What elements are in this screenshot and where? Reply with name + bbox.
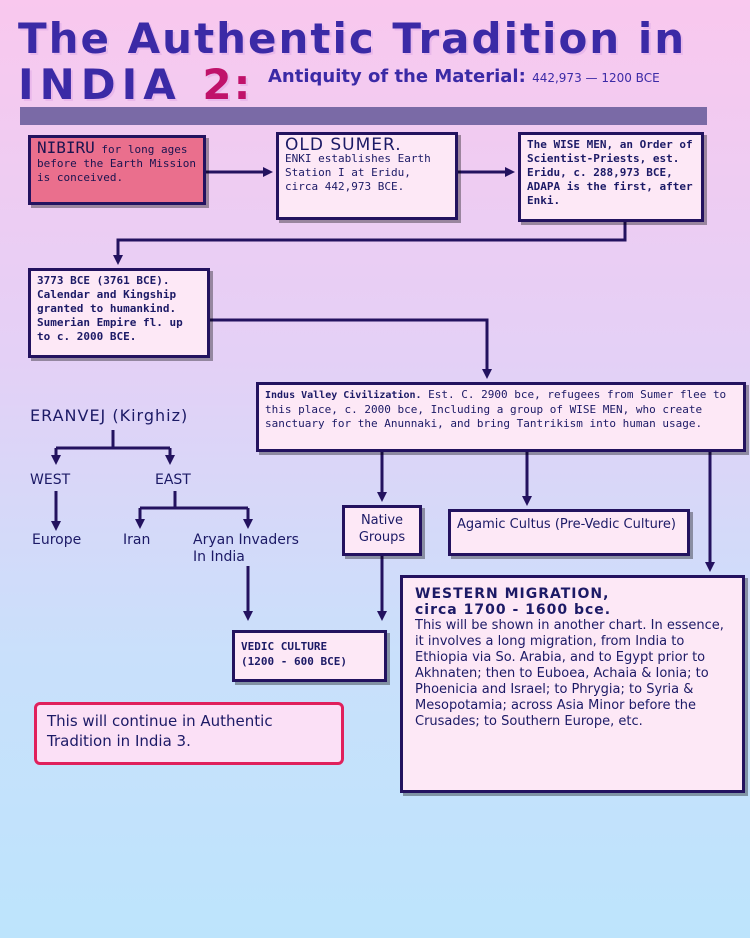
tree-aryan-line2: In India [193, 549, 245, 565]
indus-text: Est. C. 2900 bce, refugees from Sumer fl… [265, 388, 727, 430]
western-text: This will be shown in another chart. In … [415, 618, 724, 729]
agamic-lead: Agamic Cultus [457, 517, 551, 532]
box-kingship: 3773 BCE (3761 BCE). Calendar and Kingsh… [28, 268, 210, 358]
tree-west: WEST [30, 472, 71, 488]
arrow-wise-to-kingship [113, 222, 627, 265]
box-western-migration: WESTERN MIGRATION,circa 1700 - 1600 bce.… [400, 575, 745, 793]
sumer-text: ENKI establishes Earth Station I at Erid… [285, 152, 431, 193]
native-line2: Groups [358, 530, 406, 545]
arrow-kingship-to-indus [210, 318, 492, 379]
tree-east: EAST [155, 472, 191, 488]
page-title-line2: INDIA 2: [18, 60, 252, 109]
vedic-line1: VEDIC CULTURE [241, 640, 328, 653]
title-divider-bar [20, 107, 707, 125]
box-indus-valley: Indus Valley Civilization. Est. C. 2900 … [256, 382, 746, 452]
indus-lead: Indus Valley Civilization. [265, 390, 422, 401]
box-wise-men: The WISE MEN, an Order of Scientist-Prie… [518, 132, 704, 222]
box-nibiru: NIBIRU for long ages before the Earth Mi… [28, 135, 206, 205]
page-title: The Authentic Tradition in [18, 14, 687, 63]
western-heading1: WESTERN MIGRATION, [415, 586, 610, 602]
page-subtitle: Antiquity of the Material: 442,973 — 120… [268, 66, 738, 89]
tree-root-eranvej: ERANVEJ (Kirghiz) [30, 406, 189, 425]
subtitle-dates: 442,973 — 1200 BCE [532, 71, 660, 85]
agamic-text: (Pre-Vedic Culture) [550, 517, 676, 532]
box-vedic-culture: VEDIC CULTURE (1200 - 600 BCE) [232, 630, 387, 682]
subtitle-text: Antiquity of the Material: [268, 66, 526, 87]
box-continue-note: This will continue in Authentic Traditio… [34, 702, 344, 765]
tree-iran: Iran [123, 532, 151, 548]
vedic-line2: (1200 - 600 BCE) [241, 655, 347, 668]
title-india: INDIA [18, 60, 182, 109]
tree-aryan-line1: Aryan Invaders [193, 532, 299, 548]
western-heading2: circa 1700 - 1600 bce. [415, 602, 612, 618]
tree-europe: Europe [32, 532, 82, 548]
box-agamic-cultus: Agamic Cultus (Pre-Vedic Culture) [448, 509, 690, 556]
native-line1: Native [360, 513, 404, 528]
tree-east-branch [140, 491, 248, 510]
sumer-lead: OLD SUMER. [285, 135, 402, 155]
box-old-sumer: OLD SUMER.ENKI establishes Earth Station… [276, 132, 458, 220]
nibiru-lead: NIBIRU [37, 138, 95, 157]
title-number: 2: [202, 60, 253, 109]
nibiru-text: for long ages before the Earth Mission i… [37, 143, 196, 184]
